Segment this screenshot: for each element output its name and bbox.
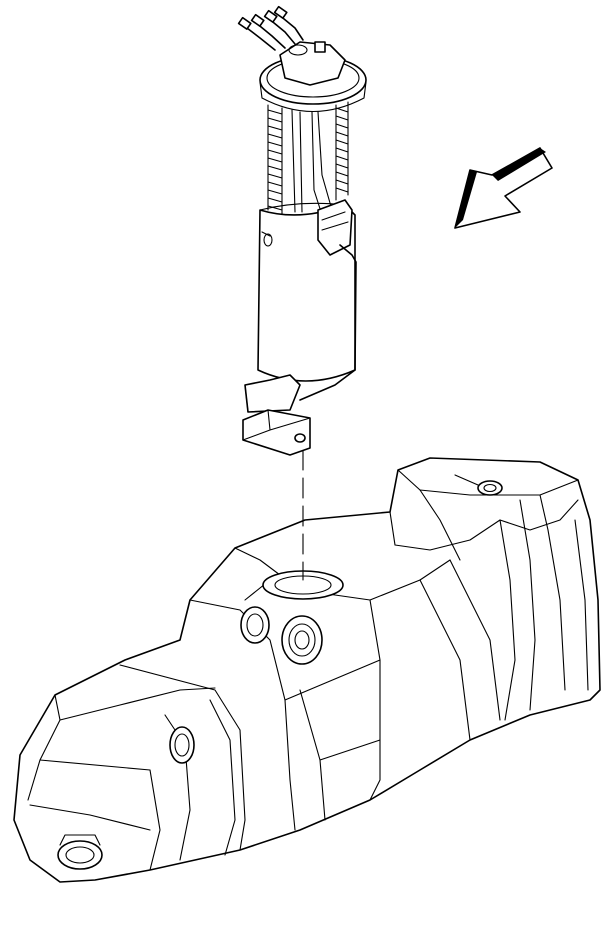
arrow-left-down-icon (454, 147, 553, 229)
fuel-tank (13, 457, 601, 883)
fuel-sender-assembly (237, 5, 367, 456)
